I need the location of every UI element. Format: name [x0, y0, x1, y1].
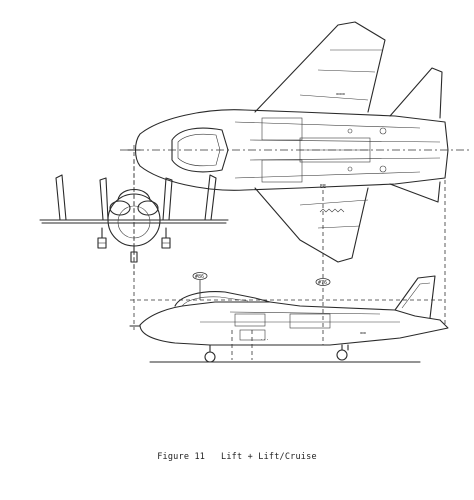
figure-caption: Figure 11 Lift + Lift/Cruise	[0, 452, 474, 462]
station-label-86: #86	[195, 274, 204, 280]
caption-number: Figure 11	[157, 452, 206, 462]
plan-view: EE ===	[120, 21, 470, 263]
plan-wing-lower	[254, 187, 369, 263]
svg-text:==: ==	[360, 331, 366, 337]
plan-fuselage	[134, 109, 449, 191]
plan-tail-lower	[389, 181, 441, 203]
plan-canopy	[171, 127, 229, 173]
svg-text:...: ...	[260, 336, 269, 342]
svg-text:===: ===	[336, 92, 345, 98]
caption-title: Lift + Lift/Cruise	[221, 452, 317, 462]
plan-tail-upper	[389, 67, 443, 119]
plan-wing-upper	[254, 21, 386, 113]
side-view: #86 #76 ... ==	[129, 190, 449, 363]
station-label-76: #76	[318, 280, 327, 286]
svg-text:EE: EE	[320, 184, 326, 190]
